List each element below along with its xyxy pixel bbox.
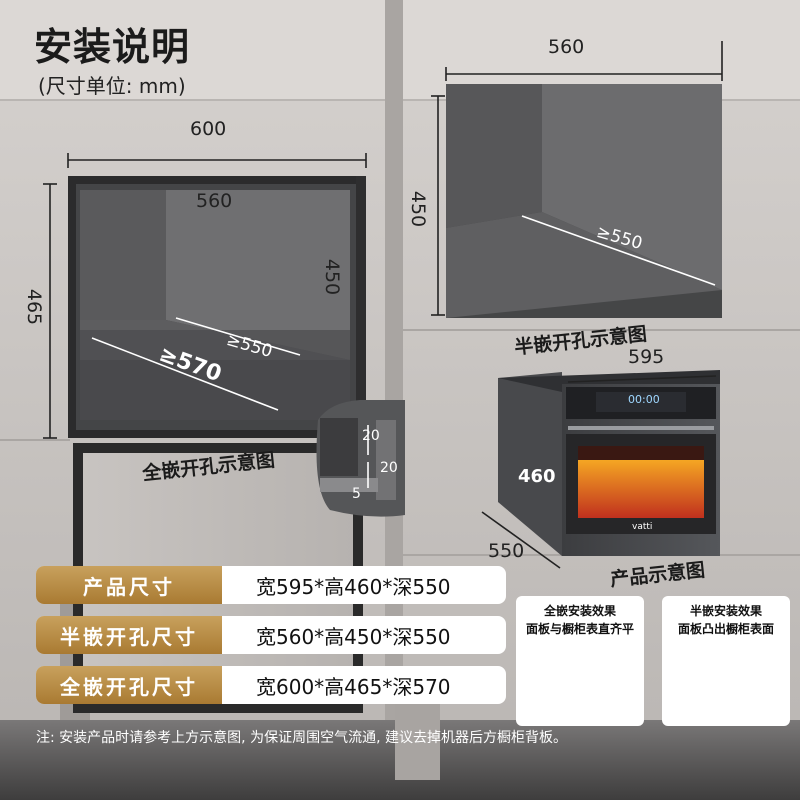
full-embed-inner-width: 560 bbox=[196, 190, 233, 212]
product-height: 460 bbox=[518, 466, 556, 487]
half-embed-effect-card: 半嵌安装效果 面板凸出橱柜表面 bbox=[662, 596, 790, 726]
product-depth: 550 bbox=[488, 540, 525, 562]
spec-value: 宽560*高450*深550 bbox=[256, 624, 451, 649]
page-title: 安装说明 bbox=[34, 25, 191, 69]
brand-logo: vatti bbox=[632, 522, 653, 532]
unit-label: (尺寸单位: mm) bbox=[38, 74, 186, 98]
effect-title: 全嵌安装效果 bbox=[543, 604, 616, 618]
oven-display: 00:00 bbox=[628, 393, 660, 406]
effect-desc: 面板与橱柜表直齐平 bbox=[525, 622, 634, 636]
half-embed-width: 560 bbox=[548, 36, 585, 58]
spec-label: 产品尺寸 bbox=[36, 566, 222, 604]
oven-illustration bbox=[498, 370, 720, 556]
effect-desc: 面板凸出橱柜表面 bbox=[677, 622, 774, 636]
half-embed-height: 450 bbox=[407, 190, 430, 228]
spec-value: 宽600*高465*深570 bbox=[256, 674, 451, 699]
spec-row-product: 产品尺寸 宽595*高460*深550 bbox=[36, 566, 506, 604]
gap-side: 20 bbox=[380, 460, 398, 476]
full-embed-width: 600 bbox=[190, 118, 227, 140]
full-embed-effect-card: 全嵌安装效果 面板与橱柜表直齐平 bbox=[516, 596, 644, 726]
gap-bottom: 5 bbox=[352, 486, 361, 502]
half-embed-cabinet bbox=[446, 84, 722, 318]
spec-value: 宽595*高460*深550 bbox=[256, 574, 451, 599]
gap-top: 20 bbox=[362, 428, 380, 444]
full-embed-height: 465 bbox=[23, 288, 46, 326]
spec-label: 半嵌开孔尺寸 bbox=[36, 616, 222, 654]
product-width: 595 bbox=[628, 346, 665, 368]
detail-inset bbox=[316, 400, 405, 517]
effect-title: 半嵌安装效果 bbox=[689, 604, 762, 618]
spec-label: 全嵌开孔尺寸 bbox=[36, 666, 222, 704]
spec-row-full-embed: 全嵌开孔尺寸 宽600*高465*深570 bbox=[36, 666, 506, 704]
footnote: 注: 安装产品时请参考上方示意图, 为保证周围空气流通, 建议去掉机器后方橱柜背… bbox=[36, 730, 567, 746]
full-embed-inner-height: 450 bbox=[321, 258, 344, 296]
spec-row-half-embed: 半嵌开孔尺寸 宽560*高450*深550 bbox=[36, 616, 506, 654]
